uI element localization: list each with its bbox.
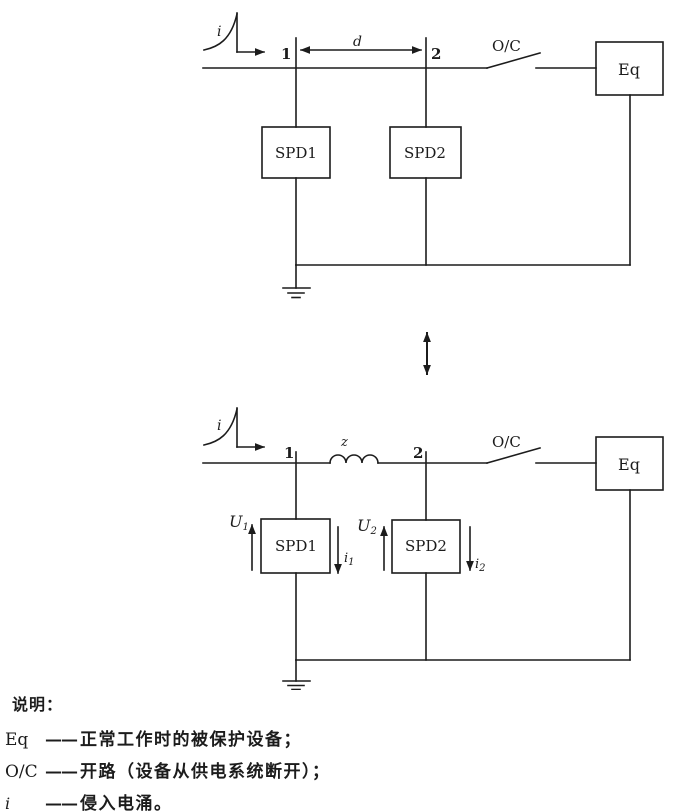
lower-circuit-diagram: i z 1 2 O/C Eq SPD1 SPD2 xyxy=(202,407,664,690)
legend-description: 开路（设备从供电系统断开）； xyxy=(80,762,331,782)
legend-description: 正常工作时的被保护设备； xyxy=(80,730,302,750)
u1-label: U1 xyxy=(229,512,249,533)
switch-blade xyxy=(486,447,541,464)
node1-label: 1 xyxy=(284,444,294,462)
legend-dash: —— xyxy=(45,730,78,750)
open-circuit-label: O/C xyxy=(492,433,521,451)
ground-symbol xyxy=(282,659,311,690)
surge-curve xyxy=(203,13,238,51)
legend-title: 说明： xyxy=(12,695,64,714)
legend-item-oc: O/C —— 开路（设备从供电系统断开）； xyxy=(5,757,331,782)
legend-term: Eq xyxy=(5,730,29,750)
ground-symbol xyxy=(282,264,311,299)
node2-label: 2 xyxy=(413,444,423,462)
legend-description: 侵入电涌。 xyxy=(80,794,173,811)
node1-label: 1 xyxy=(281,45,291,63)
impedance-coil xyxy=(329,454,379,464)
surge-waveform-icon xyxy=(203,12,265,56)
legend-item-eq: Eq —— 正常工作时的被保护设备； xyxy=(5,725,302,750)
circuit-diagrams: i 1 2 d O/C Eq SPD1 SPD2 xyxy=(202,12,664,690)
surge-curve xyxy=(203,408,238,446)
surge-current-label: i xyxy=(217,24,221,40)
legend-dash: —— xyxy=(45,762,78,782)
spd2-label: SPD2 xyxy=(404,144,446,162)
u2-label: U2 xyxy=(357,516,377,537)
open-circuit-label: O/C xyxy=(492,37,521,55)
i1-label: i1 xyxy=(344,551,355,568)
legend-item-i: i —— 侵入电涌。 xyxy=(5,789,173,811)
spd2-label: SPD2 xyxy=(405,537,447,555)
node2-label: 2 xyxy=(431,45,441,63)
legend-term: i xyxy=(5,794,11,811)
spd1-label: SPD1 xyxy=(275,144,317,162)
equipment-label: Eq xyxy=(618,60,640,79)
equipment-label: Eq xyxy=(618,455,640,474)
distance-label: d xyxy=(353,34,362,50)
legend-dash: —— xyxy=(45,794,78,811)
impedance-label: z xyxy=(340,435,348,450)
legend-term: O/C xyxy=(5,762,38,782)
surge-current-label: i xyxy=(217,418,221,434)
surge-waveform-icon xyxy=(203,407,265,451)
i2-label: i2 xyxy=(475,557,486,574)
spd1-label: SPD1 xyxy=(275,537,317,555)
upper-circuit-diagram: i 1 2 d O/C Eq SPD1 SPD2 xyxy=(202,12,664,299)
switch-blade xyxy=(486,52,541,69)
